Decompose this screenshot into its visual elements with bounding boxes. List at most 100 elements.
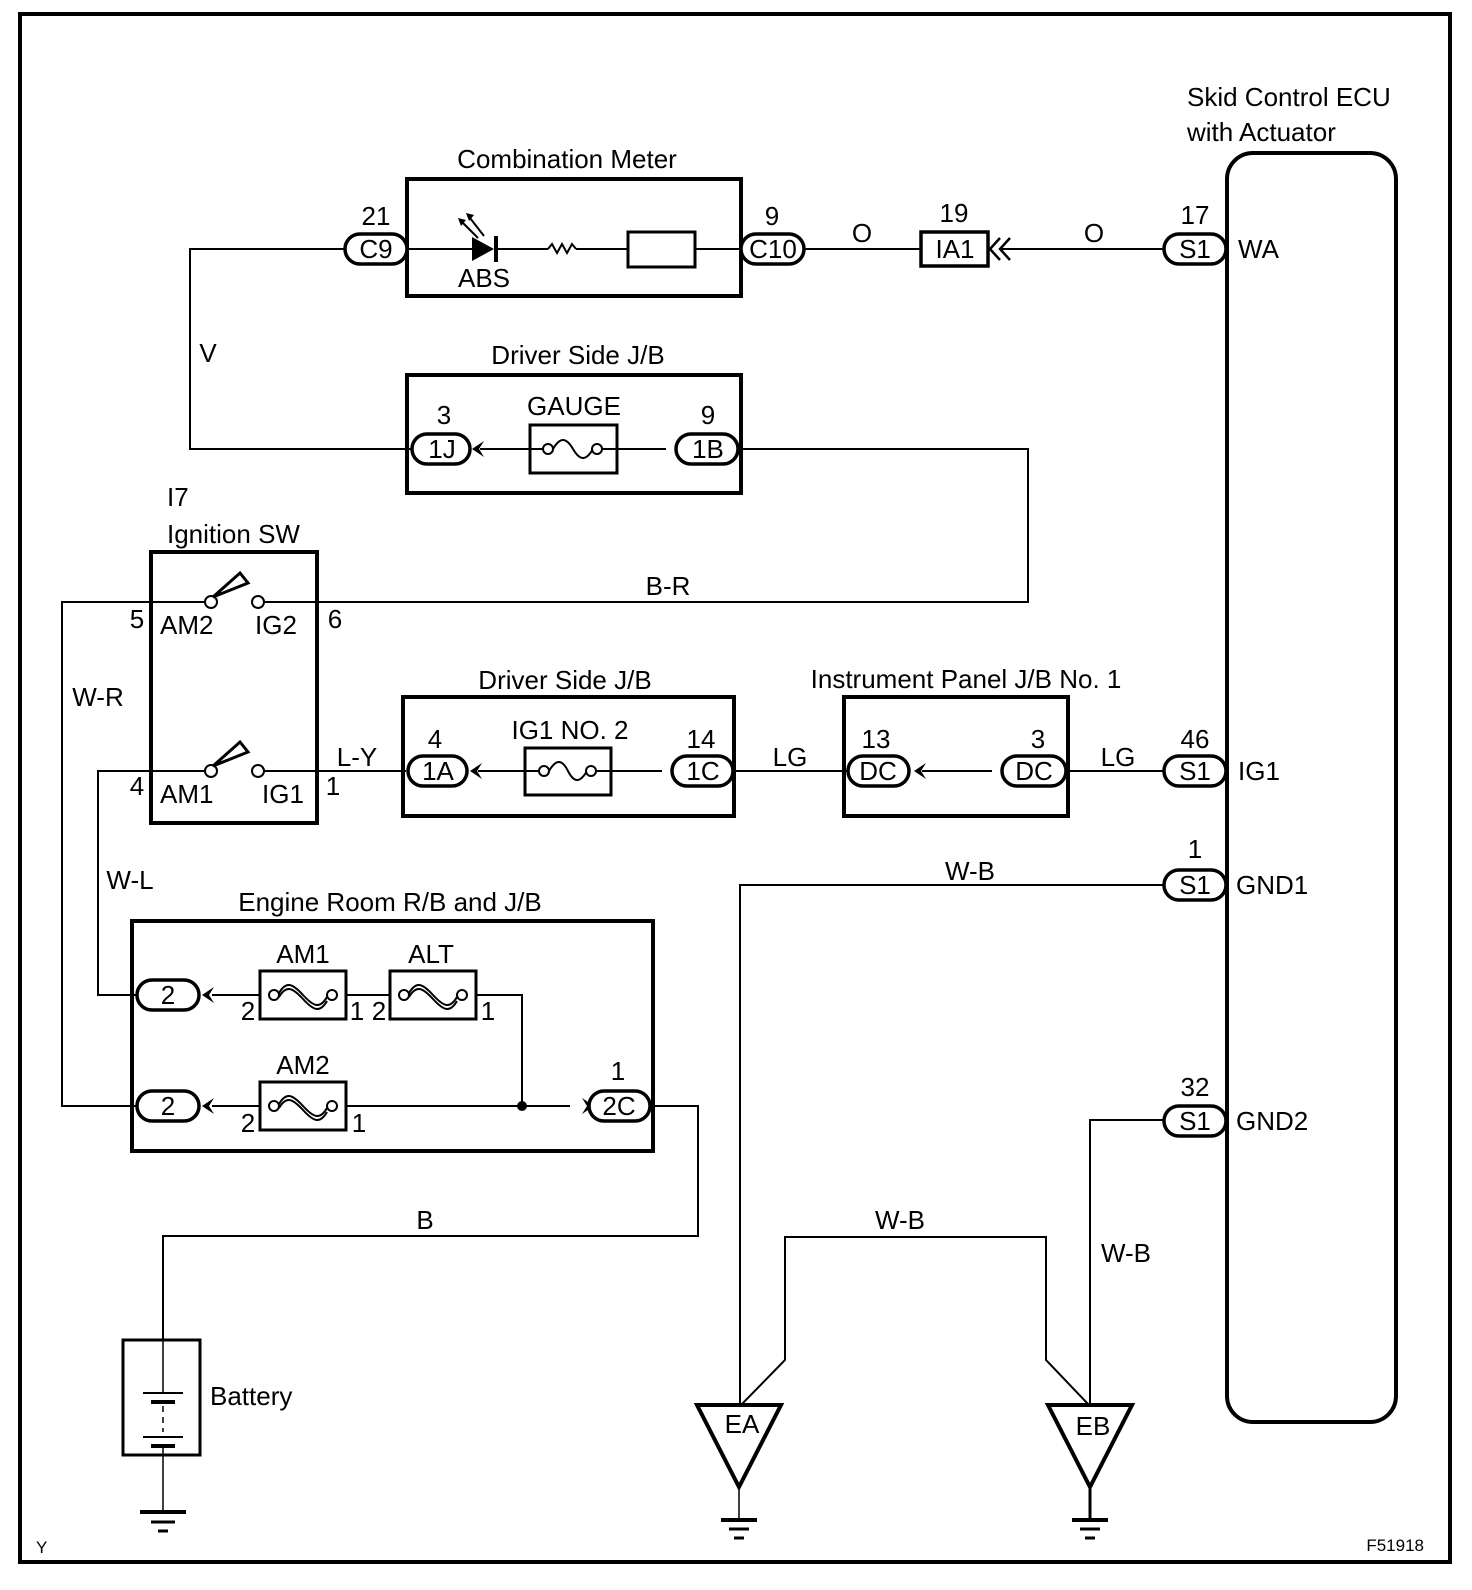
am1-fuse-label: AM1 [276,939,329,969]
engine-room-rb-jb[interactable]: Engine Room R/B and J/B 2 2 AM1 2 1 ALT [130,887,655,1153]
ecu-title-line1: Skid Control ECU [1187,82,1391,112]
gauge-fuse-label: GAUGE [527,391,621,421]
resistor-icon [547,241,577,256]
ia1-code: IA1 [935,234,974,264]
am2-pin-left: 2 [241,1108,255,1138]
ecu-wa-name: WA [1238,234,1280,264]
wire-v [189,248,412,450]
connector-1c[interactable] [670,754,735,788]
ig1-no2-fuse-label: IG1 NO. 2 [511,715,628,745]
battery-label: Battery [210,1381,292,1411]
ecu-ig1-name: IG1 [1238,756,1280,786]
ground-icon [140,1510,186,1533]
ground-icon [1072,1518,1108,1540]
wires [61,248,1165,1405]
ecu-box [1225,151,1398,1424]
am1-pin-right: 1 [350,996,364,1026]
connector-s1-gnd1[interactable] [1162,868,1228,902]
fuse-icon [525,761,611,781]
ecu-gnd1-code: S1 [1179,870,1211,900]
wire-label-w-l: W-L [106,865,153,895]
driver-jb-ig1-title: Driver Side J/B [478,665,651,695]
wire-label-b: B [416,1205,433,1235]
c10-code: C10 [749,234,797,264]
instrument-panel-jb-title: Instrument Panel J/B No. 1 [811,664,1122,694]
engine-room-box [130,919,655,1153]
am2-pin-right: 1 [352,1108,366,1138]
ignition-switch[interactable]: I7 Ignition SW 5 AM2 IG2 6 4 AM1 IG1 1 [130,482,342,825]
wire-label-w-b-bridge: W-B [875,1205,925,1235]
wire-w-b-bridge [741,1236,1089,1405]
ground-point-icon [693,1403,785,1492]
connector-s1-gnd2[interactable] [1162,1104,1228,1138]
connector-1b[interactable] [674,432,740,466]
wire-label-w-r: W-R [72,682,124,712]
connector-ia1[interactable]: 19 IA1 [919,198,1011,268]
ig2-label: IG2 [255,610,297,640]
connector-2-top[interactable] [135,978,201,1012]
driver-side-jb-ig1[interactable]: Driver Side J/B 4 1A IG1 NO. 2 14 1C [401,665,736,818]
combination-meter[interactable]: Combination Meter ABS 21 C9 9 C10 [343,144,806,298]
dc-3-code: DC [1015,756,1053,786]
connector-dc-13[interactable] [846,754,911,788]
wire-b-r [258,448,1029,603]
ignition-switch-id: I7 [167,482,189,512]
ecu-ig1-code: S1 [1179,756,1211,786]
skid-control-ecu[interactable]: Skid Control ECU with Actuator 17 S1 WA … [1162,82,1398,1424]
ecu-wa-code: S1 [1179,234,1211,264]
driver-side-jb-gauge[interactable]: Driver Side J/B 3 1J GAUGE 9 1B [405,340,743,495]
connector-2-top-code: 2 [161,980,175,1010]
ground-ea[interactable]: EA [693,1403,785,1540]
battery[interactable]: Battery [121,1338,292,1533]
wire-label-o-1: O [852,218,872,248]
c10-pin: 9 [765,201,779,231]
eb-label: EB [1076,1411,1111,1441]
connector-c10[interactable] [739,232,806,266]
connector-dc-3[interactable] [1000,754,1068,788]
connector-2-bottom-code: 2 [161,1091,175,1121]
connector-s1-ig1[interactable] [1162,754,1228,788]
combination-meter-title: Combination Meter [457,144,677,174]
connector-c9[interactable] [343,232,409,266]
connector-s1-wa[interactable] [1162,232,1228,266]
fusible-link-icon [268,1095,338,1121]
1a-pin: 4 [428,724,442,754]
figure-id: F51918 [1366,1536,1424,1555]
wire-label-o-2: O [1084,218,1104,248]
ecu-gnd2-name: GND2 [1236,1106,1308,1136]
wire-w-b-gnd1 [739,884,1165,1405]
c9-code: C9 [359,234,392,264]
switch-am2-ig2-icon [204,570,265,609]
connector-2c[interactable] [587,1089,652,1123]
ig1-label: IG1 [262,779,304,809]
connector-1j[interactable] [410,432,472,466]
instrument-panel-jb[interactable]: Instrument Panel J/B No. 1 13 DC 3 DC [811,664,1122,818]
1c-pin: 14 [687,724,716,754]
ecu-gnd2-pin: 32 [1181,1072,1210,1102]
1a-code: 1A [422,756,454,786]
ia1-pin: 19 [940,198,969,228]
instrument-panel-jb-box [842,695,1070,818]
wire-label-w-b-gnd2: W-B [1101,1238,1151,1268]
am2-label: AM2 [160,610,213,640]
1b-pin: 9 [701,400,715,430]
alt-fuse-label: ALT [408,939,454,969]
meter-element [626,230,697,269]
ignition-switch-title: Ignition SW [167,519,300,549]
connector-2-bottom[interactable] [135,1089,201,1123]
battery-icon [143,1340,183,1512]
ecu-title-line2: with Actuator [1186,117,1336,147]
wire-b [162,1105,699,1340]
ground-eb[interactable]: EB [1044,1403,1136,1540]
ground-icon [721,1518,757,1540]
pin-5: 5 [130,604,144,634]
wire-label-b-r: B-R [646,571,691,601]
led-icon [458,213,498,262]
am1-label: AM1 [160,779,213,809]
dc-13-code: DC [859,756,897,786]
driver-jb-gauge-box [405,373,743,495]
connector-1a[interactable] [406,754,469,788]
1j-pin: 3 [437,400,451,430]
ea-label: EA [725,1409,760,1439]
